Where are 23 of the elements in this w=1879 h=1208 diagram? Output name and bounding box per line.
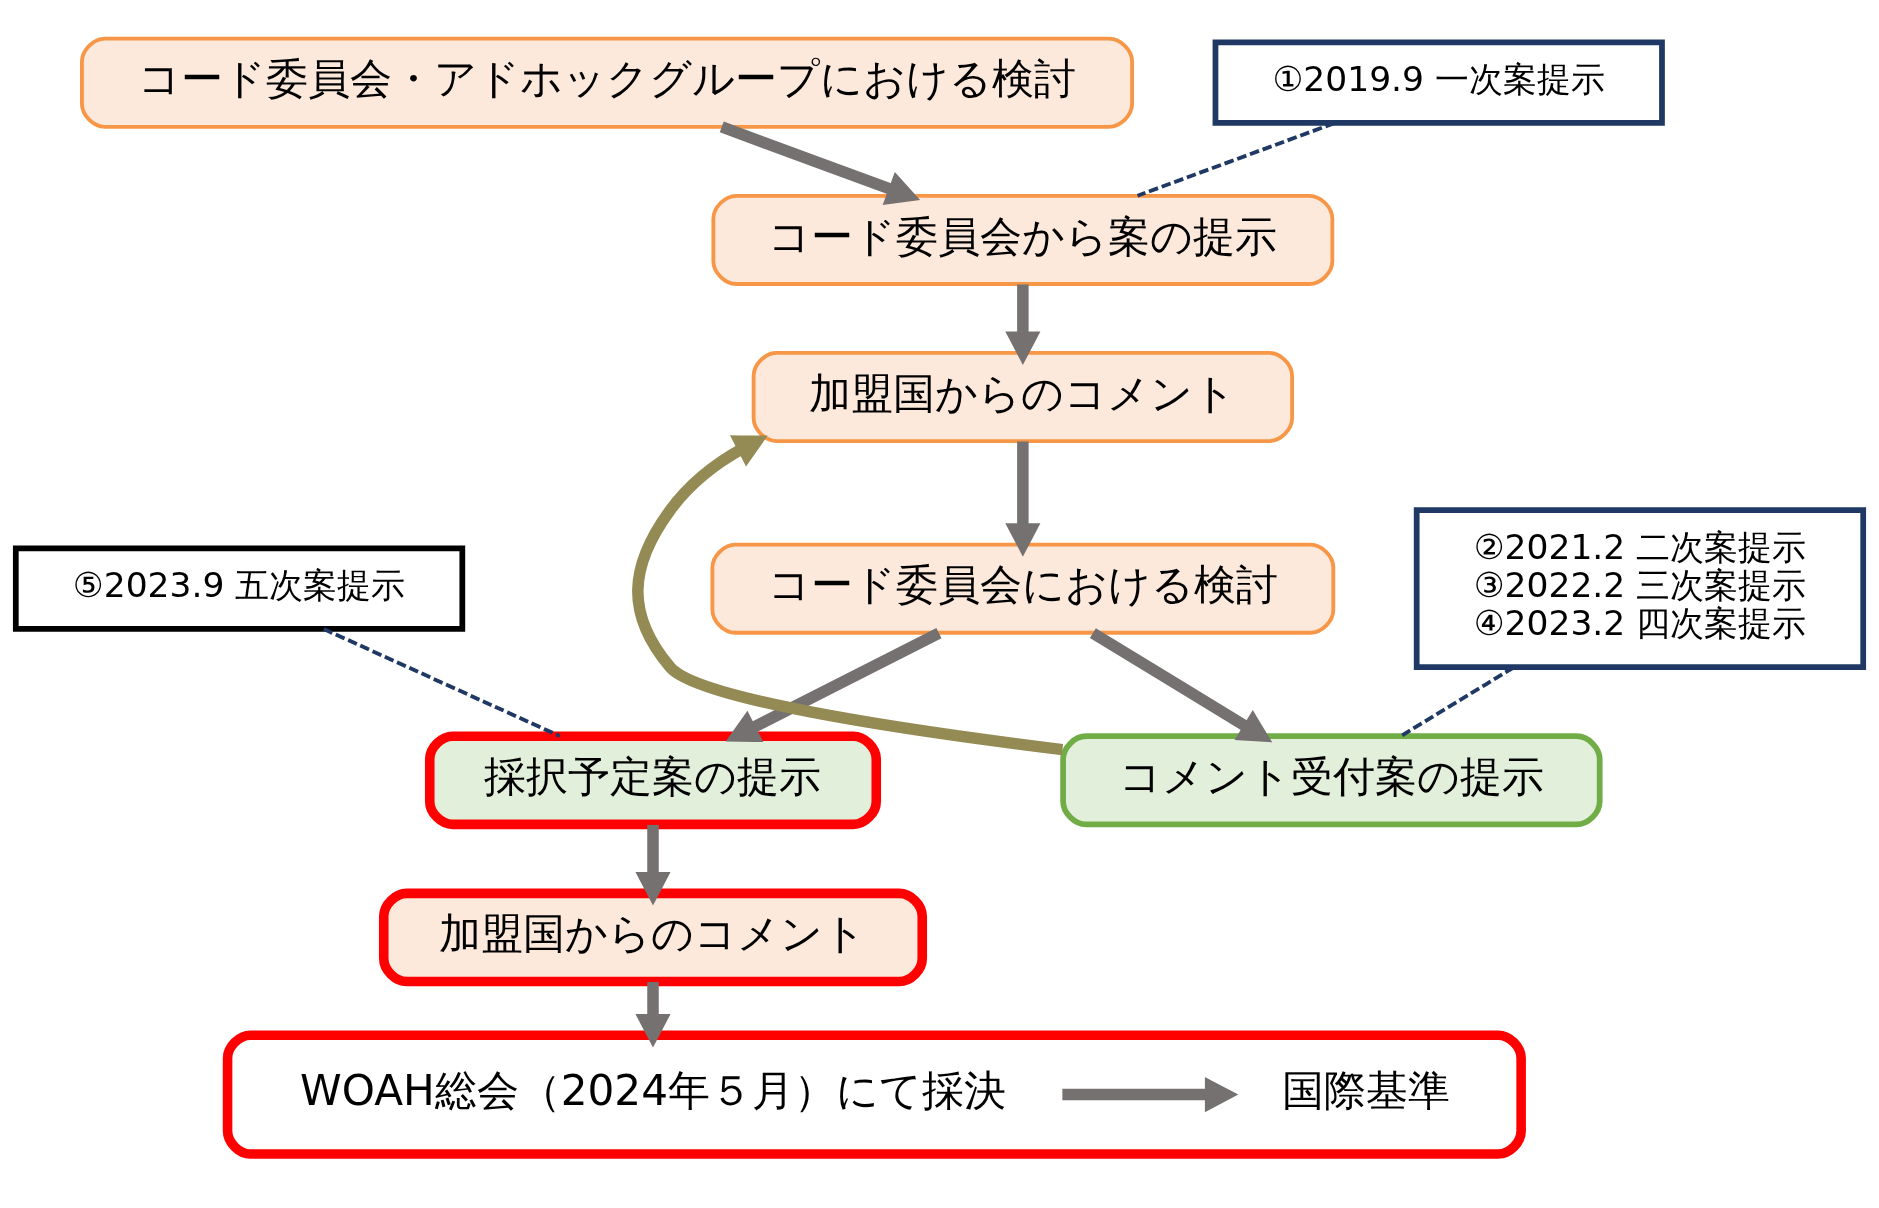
node-box: コメント受付案の提示 <box>1060 733 1603 828</box>
cluster <box>222 1030 1526 1159</box>
arrow <box>725 628 942 743</box>
connector <box>323 627 561 738</box>
node-box: 加盟国からのコメント <box>378 888 928 987</box>
node-box: ②2021.2 二次案提示 ③2022.2 三次案提示 ④2023.2 四次案提示 <box>1413 507 1867 671</box>
arrow <box>632 435 1064 756</box>
arrow <box>635 982 671 1048</box>
arrow <box>1005 441 1041 557</box>
arrow <box>1089 628 1273 743</box>
node-box: ①2019.9 一次案提示 <box>1212 39 1665 126</box>
node-box: コード委員会・アドホックグループにおける検討 <box>80 36 1134 129</box>
node-box: コード委員会から案の提示 <box>711 193 1335 286</box>
node-text: 国際基準 <box>1281 1066 1450 1116</box>
node-box: 加盟国からのコメント <box>751 351 1295 444</box>
node-box: ⑤2023.9 五次案提示 <box>12 545 466 632</box>
arrow <box>1005 284 1041 366</box>
arrow <box>1062 1077 1239 1113</box>
arrow <box>635 824 671 906</box>
node-box: コード委員会における検討 <box>710 542 1336 635</box>
node-box: 採択予定案の提示 <box>424 731 882 830</box>
arrow <box>719 121 921 205</box>
node-text: WOAH総会（2024年５月）にて採決 <box>300 1066 1006 1116</box>
